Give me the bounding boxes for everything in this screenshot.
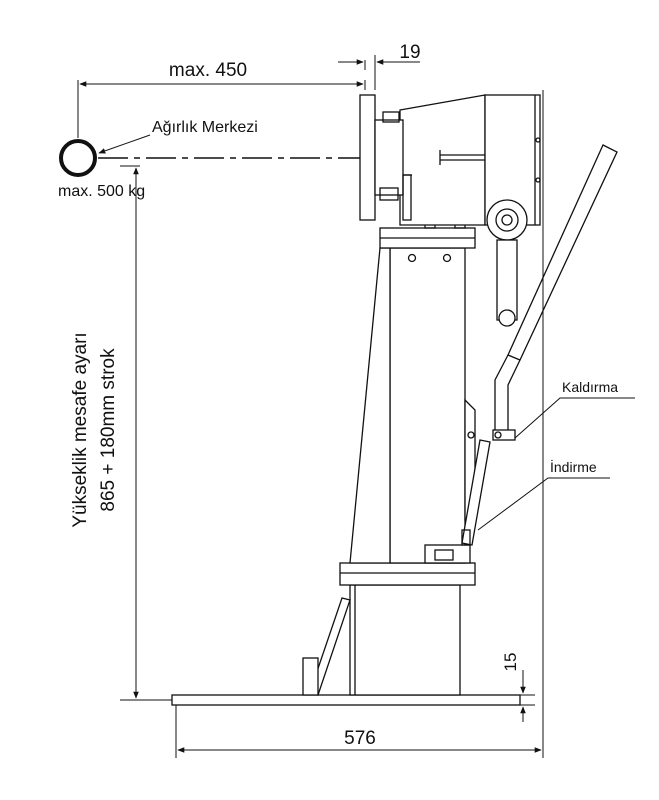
- dim-flange-label: 19: [399, 42, 420, 63]
- dim-base-label: 576: [344, 728, 376, 749]
- cog-label: Ağırlık Merkezi: [152, 119, 258, 136]
- dim-clearance-label: 15: [501, 653, 520, 672]
- main-column: [389, 247, 466, 564]
- lower-pedestal: [349, 584, 461, 696]
- height-stroke-label: 865 + 180mm strok: [98, 348, 119, 512]
- load-ring: [59, 139, 97, 177]
- column-gusset: [349, 247, 391, 564]
- max-load-label: max. 500 kg: [58, 183, 145, 200]
- lower-label: İndirme: [550, 458, 597, 475]
- crank-arm: [496, 239, 518, 321]
- height-adjust-label: Yükseklik mesafe ayarı: [70, 332, 91, 527]
- handwheel-hub: [486, 199, 528, 241]
- base-plate: [171, 694, 521, 706]
- mid-flange: [339, 562, 476, 586]
- mounting-flange: [359, 94, 376, 221]
- raise-label: Kaldırma: [562, 379, 618, 395]
- dim-reach-label: max. 450: [169, 60, 247, 81]
